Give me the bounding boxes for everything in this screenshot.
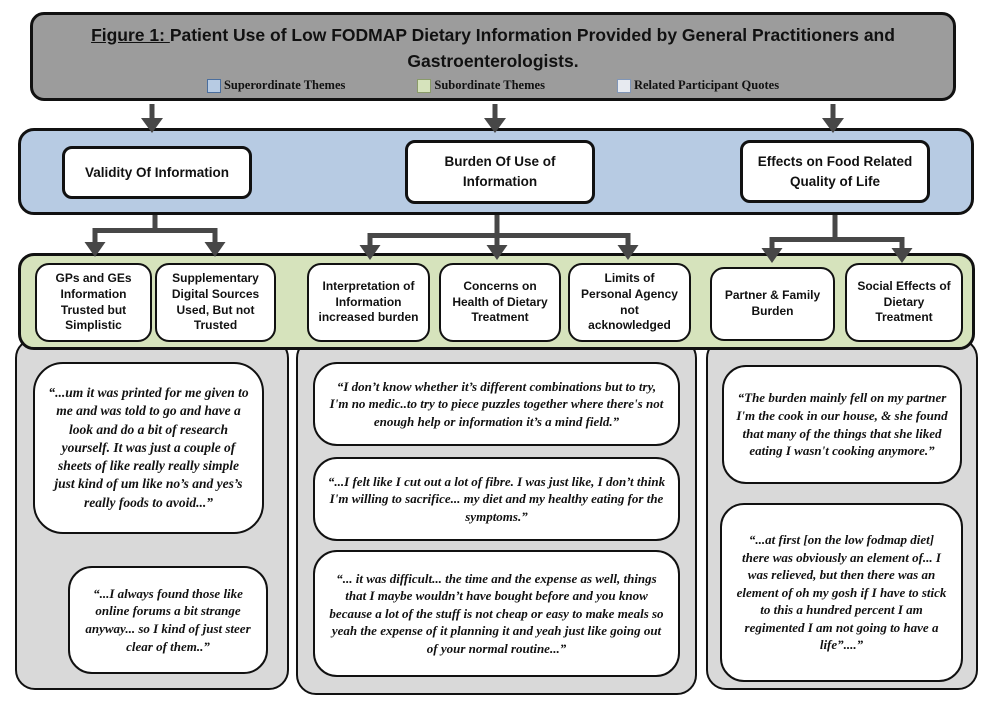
subtheme-interpretation-burden: Interpretation of Information increased … <box>307 263 430 342</box>
superordinate-swatch-icon <box>206 78 221 93</box>
theme-validity-of-information: Validity Of Information <box>62 146 252 199</box>
quote-relieved-but-regimented: “...at first [on the low fodmap diet] th… <box>720 503 963 682</box>
quote-piece-puzzles: “I don’t know whether it’s different com… <box>313 362 680 446</box>
quote-online-forums: “...I always found those like online for… <box>68 566 268 674</box>
figure-number: Figure 1: <box>91 25 170 45</box>
legend-item-quotes: Related Participant Quotes <box>616 78 780 93</box>
figure-title: Figure 1: Patient Use of Low FODMAP Diet… <box>51 22 935 75</box>
legend-item-superordinate: Superordinate Themes <box>206 78 346 93</box>
subtheme-personal-agency: Limits of Personal Agency not acknowledg… <box>568 263 691 342</box>
theme-burden-of-use: Burden Of Use of Information <box>405 140 595 204</box>
legend-label: Related Participant Quotes <box>633 78 780 92</box>
quote-printed-for-me: “...um it was printed for me given to me… <box>33 362 264 534</box>
subtheme-digital-sources: Supplementary Digital Sources Used, But … <box>155 263 276 342</box>
subtheme-partner-family-burden: Partner & Family Burden <box>710 267 835 341</box>
title-bar: Figure 1: Patient Use of Low FODMAP Diet… <box>30 12 956 101</box>
quote-time-and-expense: “... it was difficult... the time and th… <box>313 550 680 677</box>
quote-cut-out-fibre: “...I felt like I cut out a lot of fibre… <box>313 457 680 541</box>
subtheme-gp-ge-info-trusted: GPs and GEs Information Trusted but Simp… <box>35 263 152 342</box>
legend: Superordinate Themes Subordinate Themes … <box>33 78 953 93</box>
theme-effects-on-food-qol: Effects on Food Related Quality of Life <box>740 140 930 203</box>
legend-item-subordinate: Subordinate Themes <box>417 78 545 93</box>
quote-burden-on-partner: “The burden mainly fell on my partner I'… <box>722 365 962 484</box>
connector-validity-branch <box>84 215 226 257</box>
quotes-swatch-icon <box>616 78 631 93</box>
figure-title-text: Patient Use of Low FODMAP Dietary Inform… <box>169 25 895 72</box>
legend-label: Superordinate Themes <box>223 78 346 92</box>
legend-label: Subordinate Themes <box>434 78 545 92</box>
subtheme-health-concerns: Concerns on Health of Dietary Treatment <box>439 263 561 342</box>
subordinate-swatch-icon <box>417 78 432 93</box>
subtheme-social-effects: Social Effects of Dietary Treatment <box>845 263 963 342</box>
